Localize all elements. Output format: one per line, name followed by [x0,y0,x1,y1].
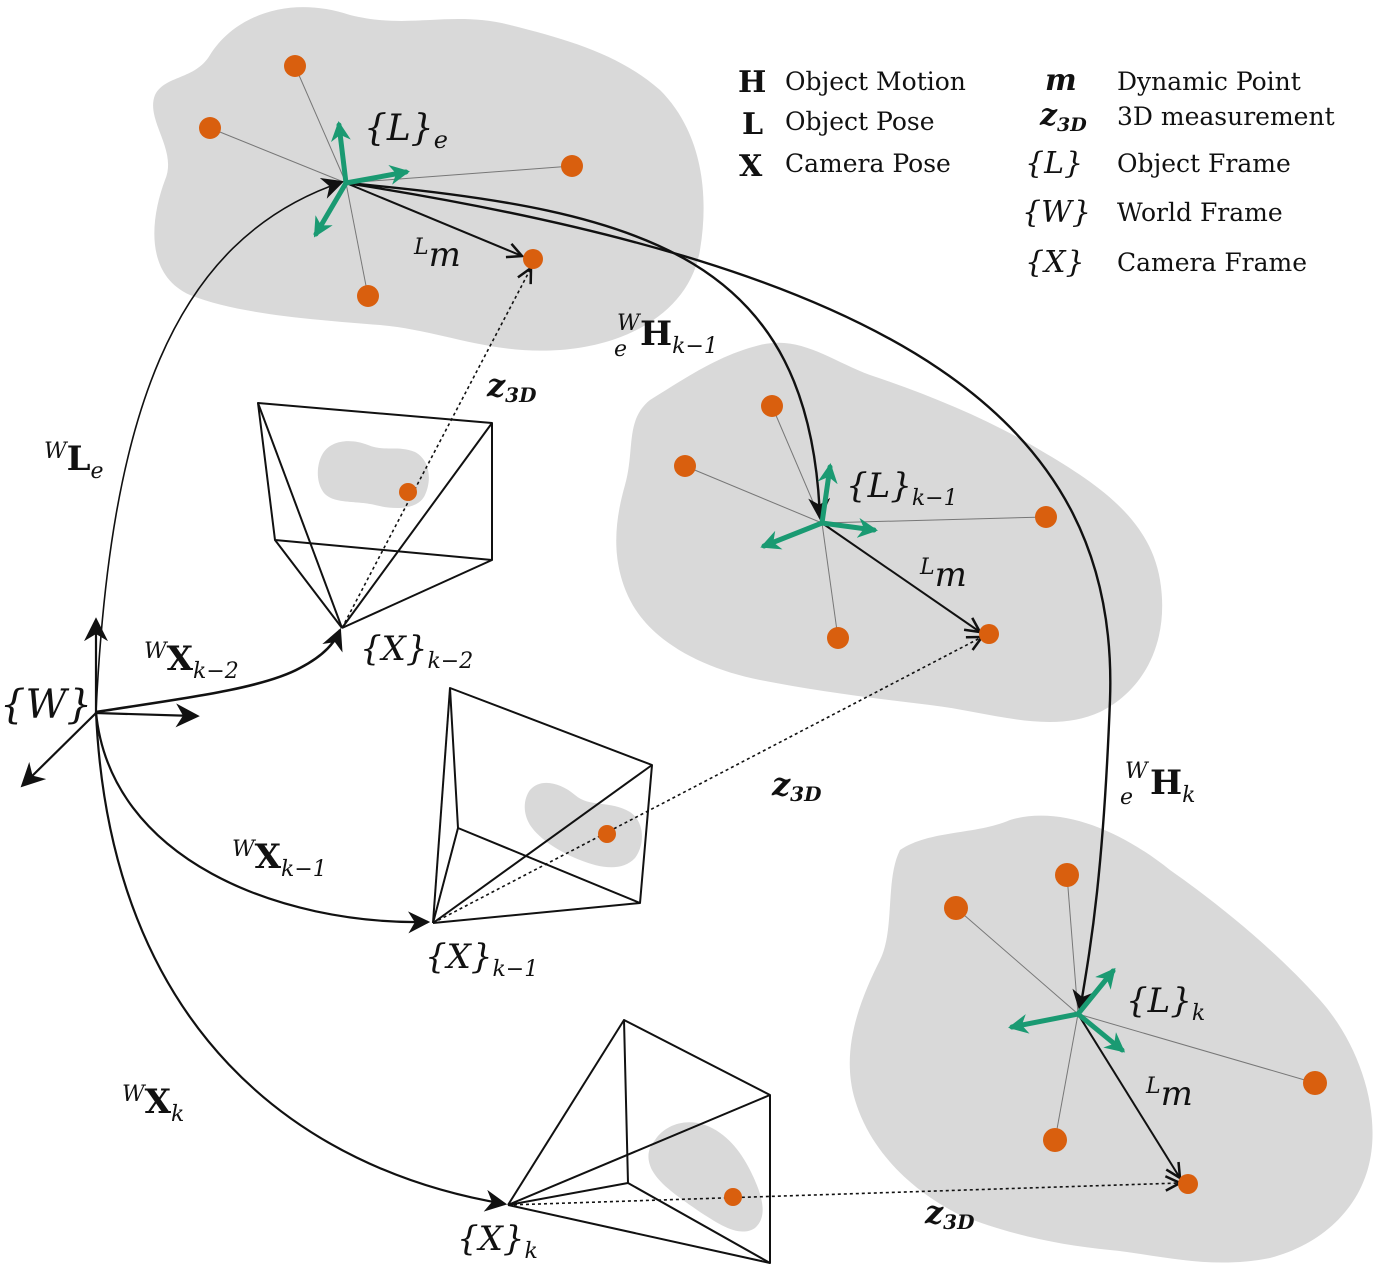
svg-text:e: e [1120,785,1133,810]
world-frame-axes [20,617,200,788]
legend-label-camera-pose: Camera Pose [785,149,951,178]
dynamic-point-k [1178,1174,1198,1194]
projected-point-k-2 [399,483,417,501]
label-WXk-2: WXk−2 [144,639,239,684]
object-frame-axes-k [1008,967,1126,1053]
label-WXk: WXk [122,1082,184,1127]
dynamic-point-k-1 [979,624,999,644]
label-camera-frame-k: {X}k [457,1219,538,1264]
svg-text:W: W [1125,759,1150,784]
arc-WLe [95,177,345,713]
arc-WeHk [345,181,1112,1013]
object-points-k [944,863,1327,1194]
legend-symbol-z3d: z3D [1039,98,1087,136]
label-WeHk: W e Hk [1120,759,1195,810]
legend-symbol-camera-frame: {X} [1025,245,1085,280]
arrow-Lm-k [1077,1013,1180,1178]
object-blob-e [153,7,704,351]
arrow-Lm-e [345,182,522,256]
arc-WeHk-1 [345,181,831,521]
label-z3d-k-2: z3D [486,366,537,407]
projected-point-k-1 [598,825,616,843]
spokes-e [209,65,573,297]
dynamic-point-e [523,249,543,269]
legend: H Object Motion L Object Pose X Camera P… [738,63,1335,280]
svg-text:e: e [614,337,627,362]
camera-frustum-k [507,1019,771,1264]
label-world-frame: {W} [0,682,92,728]
camera-view-blob-k-1 [524,782,642,868]
legend-label-object-motion: Object Motion [785,67,966,96]
z3d-ray-k-1 [432,637,982,924]
legend-label-camera-frame: Camera Frame [1117,248,1307,277]
legend-symbol-world-frame: {W} [1022,195,1091,230]
label-camera-frame-k-1: {X}k−1 [425,937,538,982]
z3d-ray-k-2 [341,268,531,629]
label-z3d-k: z3D [924,1193,975,1234]
svg-text:Hk: Hk [1150,763,1195,808]
legend-symbol-L: L [742,107,763,142]
legend-label-3d-measurement: 3D measurement [1117,102,1335,131]
label-object-frame-e: {L}e [364,108,448,154]
svg-text:Hk−1: Hk−1 [640,314,718,359]
label-object-frame-k-1: {L}k−1 [846,466,958,511]
label-z3d-k-1: z3D [771,765,822,806]
object-points-e [199,55,583,307]
label-object-frame-k: {L}k [1126,981,1205,1026]
object-points-k-1 [674,395,1057,649]
legend-label-world-frame: World Frame [1117,198,1283,227]
arrow-Lm-k-1 [821,522,980,632]
legend-label-object-frame: Object Frame [1117,149,1291,178]
legend-symbol-X: X [739,149,763,184]
object-blob-k-1 [616,342,1163,722]
label-camera-frame-k-2: {X}k−2 [360,629,473,674]
label-WLe: WLe [44,439,104,484]
projected-point-k [724,1188,742,1206]
legend-symbol-m: m [1045,63,1077,98]
label-Lm-k-1: Lm [919,555,967,595]
legend-symbol-H: H [738,65,766,100]
label-WXk-1: WXk−1 [232,837,327,882]
arc-WXk-1 [94,711,431,934]
object-frame-axes-e [313,121,410,238]
camera-frustum-k-1 [432,687,653,924]
legend-symbol-object-frame: {L} [1025,146,1083,181]
label-WeHk-1: W e Hk−1 [614,311,718,362]
z3d-ray-k [507,1183,1180,1206]
legend-label-object-pose: Object Pose [785,107,935,136]
object-frame-axes-k-1 [760,463,878,550]
arc-WXk-2 [95,627,343,714]
label-Lm-e: Lm [413,235,461,275]
svg-text:W: W [617,311,642,336]
legend-label-dynamic-point: Dynamic Point [1117,67,1301,96]
camera-frustum-k-2 [257,402,493,629]
label-Lm-k: Lm [1145,1074,1193,1114]
arc-WXk [94,711,508,1212]
